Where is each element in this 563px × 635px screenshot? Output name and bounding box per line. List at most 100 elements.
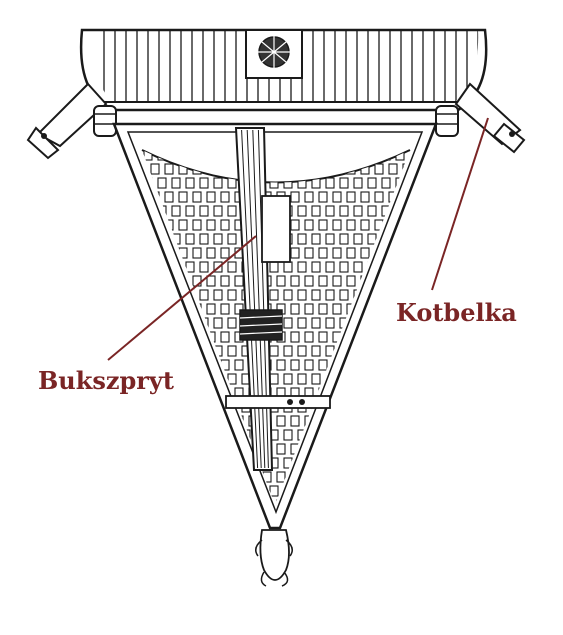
grating-cell: [213, 289, 223, 301]
grating-cell: [417, 192, 425, 202]
grating-cell: [150, 247, 160, 259]
grating-cell: [395, 345, 405, 357]
grating-cell: [143, 233, 153, 245]
grating-cell: [234, 471, 244, 483]
grating-cell: [164, 471, 174, 483]
grating-cell: [332, 219, 342, 231]
grating-cell: [367, 233, 377, 245]
grating-cell: [304, 303, 314, 315]
grating-cell: [220, 471, 230, 483]
grating-cell: [142, 443, 146, 455]
grating-cell: [367, 317, 377, 329]
grating-cell: [192, 387, 202, 399]
grating-cell: [374, 415, 384, 427]
bowsprit: [225, 127, 331, 471]
grating-cell: [339, 233, 349, 245]
grating-cell: [311, 205, 321, 217]
grating-cell: [318, 499, 328, 505]
grating-cell: [213, 317, 223, 329]
grating-cell: [297, 317, 307, 329]
grating-cell: [143, 401, 153, 413]
label-bowsprit: Bukszpryt: [38, 366, 174, 395]
grating-cell: [409, 373, 410, 385]
grating-cell: [269, 261, 279, 273]
grating-cell: [402, 247, 410, 259]
grating-cell: [339, 429, 349, 441]
grating-cell: [185, 177, 195, 189]
grating-cell: [130, 402, 138, 412]
grating-cell: [332, 499, 342, 505]
grating-cell: [283, 317, 293, 329]
grating-cell: [157, 317, 167, 329]
grating-cell: [220, 191, 230, 203]
grating-cell: [402, 359, 410, 371]
grating-cell: [206, 471, 216, 483]
grating-cell: [374, 303, 384, 315]
grating-cell: [220, 275, 230, 287]
grating-cell: [297, 233, 307, 245]
grating-cell: [206, 303, 216, 315]
grating-cell: [353, 177, 363, 189]
grating-cell: [346, 275, 356, 287]
grating-cell: [213, 429, 223, 441]
grating-cell: [206, 219, 216, 231]
bowsprit-crossbar: [225, 395, 331, 409]
grating-cell: [409, 429, 410, 441]
grating-cell: [346, 499, 356, 505]
grating-cell: [381, 373, 391, 385]
grating-cell: [157, 289, 167, 301]
grating-cell: [283, 429, 293, 441]
grating-cell: [360, 191, 370, 203]
grating-cell: [178, 499, 188, 505]
left-cathead: [26, 82, 117, 160]
grating-cell: [206, 275, 216, 287]
grating-cell: [311, 485, 321, 497]
grating-cell: [381, 429, 391, 441]
grating-cell: [297, 261, 307, 273]
grating-cell: [192, 191, 202, 203]
grating-cell: [142, 275, 146, 287]
grating-cell: [227, 177, 237, 189]
grating-cell: [388, 275, 398, 287]
cathead-leader-line: [431, 117, 489, 291]
grating-cell: [424, 234, 432, 244]
grating-cell: [353, 345, 363, 357]
grating-cell: [171, 429, 181, 441]
grating-cell: [130, 262, 138, 272]
grating-cell: [150, 443, 160, 455]
grating-cell: [325, 317, 335, 329]
grating-cell: [130, 206, 138, 216]
grating-cell: [297, 345, 307, 357]
grating-cell: [304, 471, 314, 483]
grating-cell: [164, 415, 174, 427]
grating-cell: [143, 429, 153, 441]
grating-cell: [185, 485, 195, 497]
grating-cell: [409, 345, 410, 357]
grating-cell: [346, 387, 356, 399]
grating-cell: [276, 359, 286, 371]
grating-cell: [142, 415, 146, 427]
grating-cell: [199, 485, 209, 497]
grating-cell: [367, 205, 377, 217]
grating-cell: [130, 346, 138, 356]
grating-cell: [367, 457, 377, 469]
grating-cell: [318, 219, 328, 231]
grating-cell: [395, 233, 405, 245]
grating-cell: [206, 387, 216, 399]
grating-cell: [318, 275, 328, 287]
grating-cell: [353, 373, 363, 385]
grating-cell: [395, 485, 405, 497]
grating-cell: [157, 485, 167, 497]
grating-cell: [171, 177, 181, 189]
grating-cell: [367, 345, 377, 357]
grating-cell: [206, 443, 216, 455]
grating-cell: [367, 373, 377, 385]
grating-cell: [143, 485, 153, 497]
grating-cell: [150, 471, 160, 483]
grating-cell: [290, 303, 300, 315]
grating-cell: [381, 345, 391, 357]
grating-cell: [157, 429, 167, 441]
figurehead: [255, 529, 293, 587]
grating-cell: [185, 205, 195, 217]
grating-cell: [381, 485, 391, 497]
